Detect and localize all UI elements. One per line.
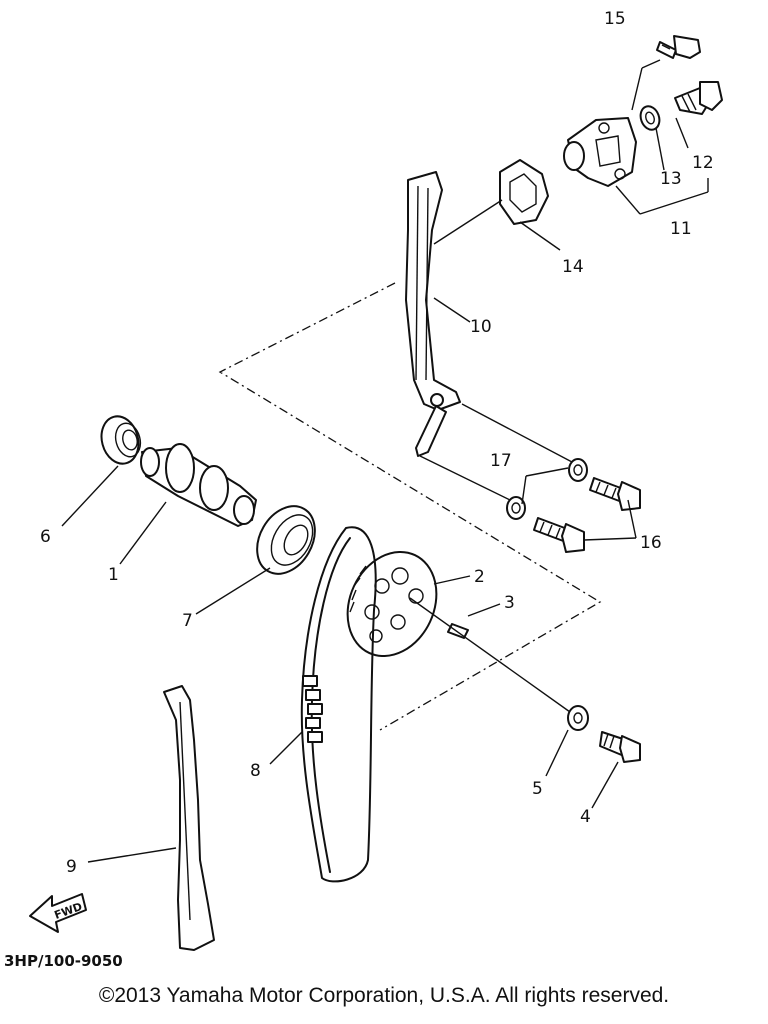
washer-part-13: [639, 105, 661, 131]
bolt-part-4: [599, 731, 641, 763]
bolt-part-16-a: [589, 477, 641, 511]
callout-10: 10: [470, 317, 492, 337]
camshaft-part-1: [140, 443, 257, 527]
bolt-part-15: [656, 35, 701, 59]
assembly-reference-lines: [218, 282, 602, 731]
bearing-part-6: [100, 415, 142, 465]
gasket-part-14: [499, 159, 549, 225]
callout-9: 9: [66, 857, 77, 877]
tensioner-part-11: [563, 117, 637, 187]
callout-6: 6: [40, 527, 51, 547]
fwd-arrow-icon: FWD: [29, 893, 87, 933]
copyright-notice: ©2013 Yamaha Motor Corporation, U.S.A. A…: [98, 984, 670, 1007]
chain-guide-part-9: [163, 685, 215, 951]
exploded-parts-diagram: FWD 15 12 13 11 14 10 17 16 2 3 6 1 7 8 …: [4, 9, 723, 970]
washer-part-17-a: [568, 458, 588, 482]
callout-8: 8: [250, 761, 261, 781]
washer-part-5: [567, 705, 589, 731]
callout-2: 2: [474, 567, 485, 587]
leader-lines: [61, 59, 709, 863]
callout-12: 12: [692, 153, 714, 173]
bolt-part-12: [674, 81, 723, 115]
callout-4: 4: [580, 807, 591, 827]
bearing-part-7: [256, 505, 316, 575]
cam-chain-part-8: [300, 526, 377, 883]
diagram-code: 3HP/100-9050: [4, 952, 123, 970]
callout-labels: 15 12 13 11 14 10 17 16 2 3 6 1 7 8 5 4 …: [40, 9, 714, 877]
bolt-part-16-b: [533, 517, 585, 553]
pin-part-3: [447, 623, 469, 639]
callout-15: 15: [604, 9, 626, 29]
chain-guide-part-10: [405, 171, 461, 457]
callout-13: 13: [660, 169, 682, 189]
callout-5: 5: [532, 779, 543, 799]
washer-part-17-b: [506, 496, 526, 520]
callout-7: 7: [182, 611, 193, 631]
callout-11: 11: [670, 219, 692, 239]
callout-1: 1: [108, 565, 119, 585]
callout-3: 3: [504, 593, 515, 613]
callout-16: 16: [640, 533, 662, 553]
callout-17: 17: [490, 451, 512, 471]
callout-14: 14: [562, 257, 584, 277]
cam-sprocket-part-2: [346, 550, 438, 658]
